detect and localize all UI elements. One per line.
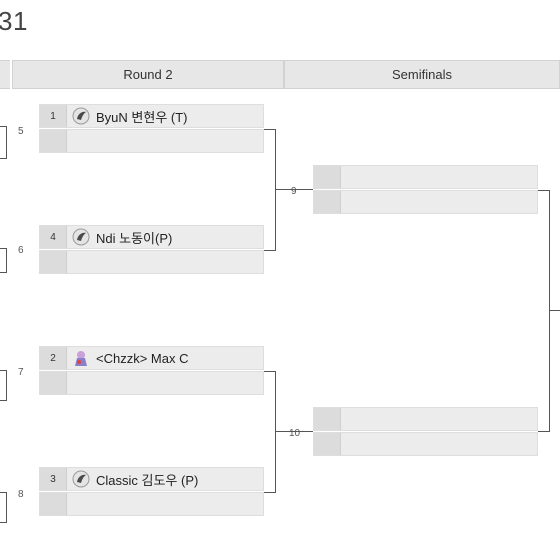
- player-slot-empty[interactable]: [39, 492, 264, 516]
- connector: [264, 250, 276, 251]
- connector: [0, 370, 6, 371]
- connector: [276, 431, 313, 432]
- player-name: Ndi 노동이(P): [96, 230, 173, 246]
- connector: [6, 370, 7, 400]
- player-name: <Chzzk> Max C: [96, 350, 189, 366]
- connector: [0, 400, 7, 401]
- seed-number: 4: [40, 226, 67, 248]
- round2-header: Round 2: [12, 60, 284, 89]
- seed-number: [314, 166, 341, 188]
- seed-number: 2: [40, 347, 67, 369]
- semifinals-header: Semifinals: [284, 60, 560, 89]
- seed-number: [40, 251, 67, 273]
- seed-number: 1: [40, 105, 67, 127]
- connector: [538, 431, 550, 432]
- match-number: 8: [18, 489, 24, 500]
- match-number: 7: [18, 367, 24, 378]
- player-slot-empty[interactable]: [39, 371, 264, 395]
- connector: [549, 190, 550, 432]
- connector: [0, 492, 6, 493]
- connector: [275, 371, 276, 493]
- player-slot-classic[interactable]: 3 Classic 김도우 (P): [39, 467, 264, 491]
- player-slot-maxc[interactable]: 2 <Chzzk> Max C: [39, 346, 264, 370]
- connector: [264, 129, 276, 130]
- connector: [0, 126, 6, 127]
- match-number: 6: [18, 245, 24, 256]
- semifinal-slot-empty[interactable]: [313, 432, 538, 456]
- player-slot-empty[interactable]: [39, 250, 264, 274]
- seed-number: [40, 372, 67, 394]
- seed-number: [314, 191, 341, 213]
- connector: [264, 492, 276, 493]
- connector: [6, 248, 7, 272]
- terran-race-icon: [72, 107, 90, 125]
- semifinal-slot-empty[interactable]: [313, 165, 538, 189]
- player-slot-byun[interactable]: 1 ByuN 변현우 (T): [39, 104, 264, 128]
- round1-header-edge: [0, 60, 10, 89]
- connector: [538, 190, 550, 191]
- connector: [264, 371, 276, 372]
- player-name: ByuN 변현우 (T): [96, 109, 188, 125]
- connector: [275, 129, 276, 251]
- player-slot-empty[interactable]: [39, 129, 264, 153]
- match-number: 5: [18, 126, 24, 137]
- connector: [0, 158, 7, 159]
- player-name: Classic 김도우 (P): [96, 472, 199, 488]
- connector: [0, 522, 7, 523]
- zerg-race-icon: [72, 349, 90, 367]
- semifinal-slot-empty[interactable]: [313, 407, 538, 431]
- connector: [0, 248, 6, 249]
- connector: [550, 310, 560, 311]
- player-slot-ndi[interactable]: 4 Ndi 노동이(P): [39, 225, 264, 249]
- protoss-race-icon: [72, 470, 90, 488]
- match-number: 10: [289, 428, 301, 439]
- seed-number: 3: [40, 468, 67, 490]
- connector: [6, 126, 7, 158]
- connector: [6, 492, 7, 522]
- connector: [0, 272, 7, 273]
- seed-number: [40, 493, 67, 515]
- match-number: 9: [291, 186, 297, 197]
- bracket-title: 31: [0, 6, 28, 36]
- connector: [276, 189, 313, 190]
- seed-number: [314, 433, 341, 455]
- semifinal-slot-empty[interactable]: [313, 190, 538, 214]
- seed-number: [40, 130, 67, 152]
- protoss-race-icon: [72, 228, 90, 246]
- seed-number: [314, 408, 341, 430]
